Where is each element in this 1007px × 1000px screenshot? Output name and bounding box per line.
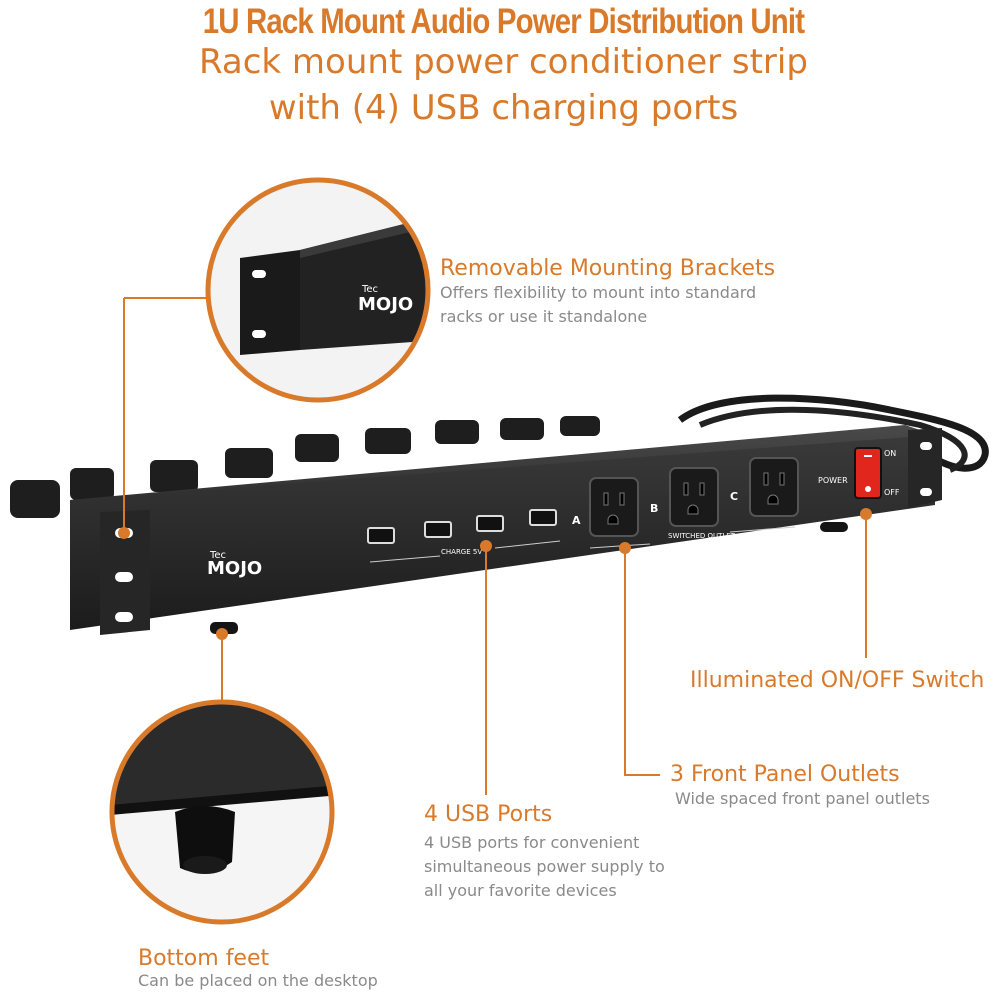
usb-ports [367, 509, 561, 563]
feature-feet-title: Bottom feet [138, 946, 270, 971]
feature-brackets-desc-2: racks or use it standalone [440, 307, 648, 326]
ac-outlets [589, 457, 799, 549]
power-label: POWER [818, 476, 848, 485]
page-subtitle-line2: with (4) USB charging ports [268, 88, 739, 128]
brand-large: MOJO [207, 558, 262, 579]
outlet-letter-b: B [650, 502, 658, 515]
callout-dots [118, 508, 872, 640]
feature-brackets-title: Removable Mounting Brackets [440, 256, 776, 281]
feature-switch-title: Illuminated ON/OFF Switch [690, 668, 985, 693]
usb-port-2 [424, 521, 452, 538]
foot-zoom-circle [109, 699, 335, 925]
power-switch [854, 447, 882, 499]
switched-outlet-label: SWITCHED OUTLET [668, 532, 736, 540]
right-ear-slot-top [920, 442, 932, 450]
brand-small: Tec [209, 550, 226, 561]
zoom-brand-small: Tec [361, 284, 378, 295]
ear-slot-mid [115, 572, 133, 582]
usb-port-1 [367, 527, 395, 544]
feature-brackets-desc-1: Offers flexibility to mount into standar… [440, 283, 757, 302]
right-rack-ear [908, 428, 942, 508]
outlet-b [669, 467, 719, 527]
feature-usb-desc-3: all your favorite devices [424, 881, 617, 900]
off-label: OFF [884, 488, 900, 497]
feature-usb: 4 USB Ports 4 USB ports for convenient s… [424, 802, 665, 903]
feature-brackets: Removable Mounting Brackets Offers flexi… [440, 256, 775, 329]
on-label: ON [884, 449, 896, 458]
power-cord [677, 394, 989, 473]
feature-usb-desc-2: simultaneous power supply to [424, 857, 665, 876]
bracket-zoom-circle: Tec MOJO [205, 177, 431, 403]
feature-outlets-desc: Wide spaced front panel outlets [675, 789, 930, 808]
feature-outlets-title: 3 Front Panel Outlets [670, 762, 900, 787]
feature-switch: Illuminated ON/OFF Switch [690, 668, 984, 693]
usb-port-3 [476, 515, 504, 532]
feature-feet-desc: Can be placed on the desktop [138, 971, 378, 990]
outlet-letter-a: A [572, 514, 581, 527]
rear-plugs [10, 416, 600, 518]
page-subtitle-line1: Rack mount power conditioner strip [199, 42, 808, 82]
outlet-a [589, 477, 639, 537]
zoom-brand-large: MOJO [358, 294, 413, 315]
callout-lines [123, 297, 867, 795]
usb-port-4 [529, 509, 557, 526]
page-title: 1U Rack Mount Audio Power Distribution U… [202, 2, 805, 41]
feature-usb-desc-1: 4 USB ports for convenient [424, 833, 640, 852]
outlet-letter-c: C [730, 490, 738, 503]
feature-usb-title: 4 USB Ports [424, 802, 553, 827]
feature-outlets: 3 Front Panel Outlets Wide spaced front … [670, 762, 930, 811]
front-foot-right [820, 522, 848, 532]
ear-slot-bottom [115, 612, 133, 622]
outlet-c [749, 457, 799, 517]
right-ear-slot-bottom [920, 488, 932, 496]
feature-feet: Bottom feet Can be placed on the desktop [138, 946, 378, 991]
usb-charge-label: CHARGE 5V [441, 548, 482, 556]
